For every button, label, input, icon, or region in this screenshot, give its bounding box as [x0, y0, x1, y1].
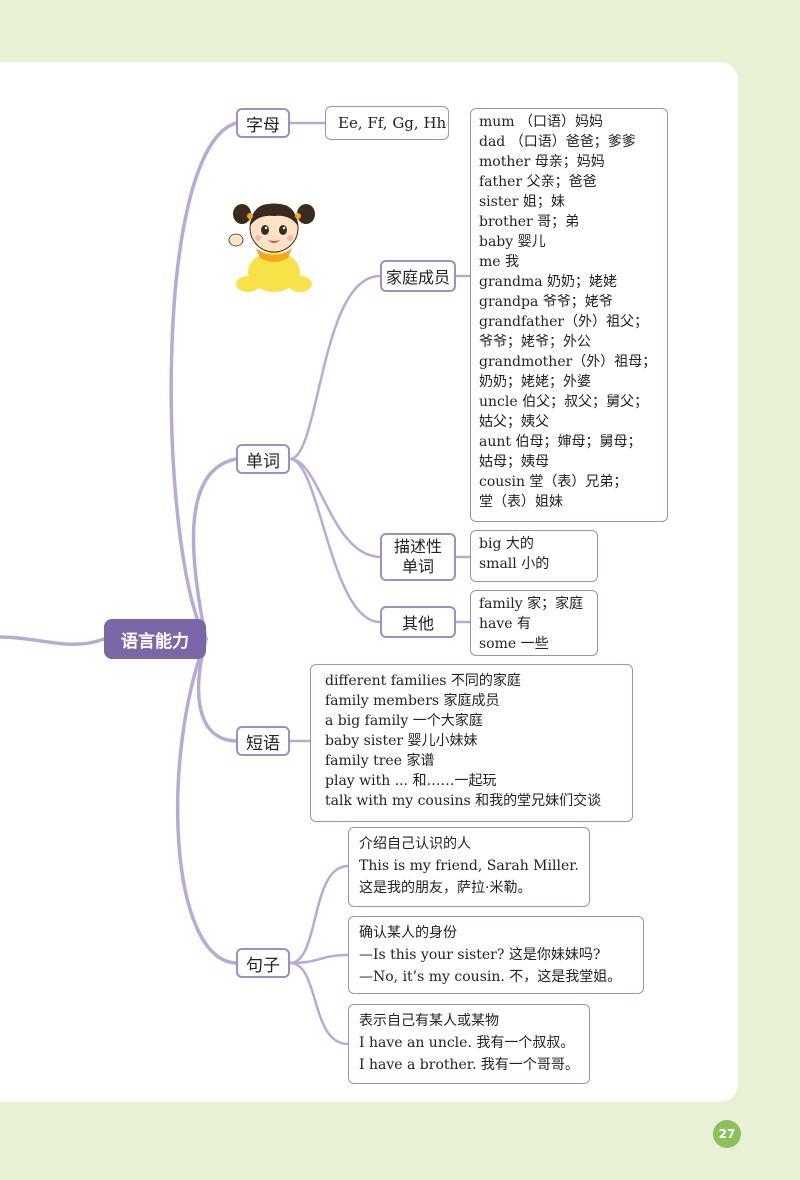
family-word: sister 姐；妹 — [479, 194, 565, 210]
phrase-item: baby sister 婴儿小妹妹 — [325, 733, 478, 749]
branch-sentences — [175, 637, 238, 965]
family-word: mother 母亲；妈妈 — [479, 154, 605, 170]
family-word: grandmother（外）祖母； — [479, 354, 657, 370]
letters-box: Ee, Ff, Gg, Hh — [325, 106, 449, 140]
family-word: cousin 堂（表）兄弟； — [479, 474, 628, 490]
category-sentences: 句子 — [236, 948, 290, 978]
wordgroup-descriptive-line-1: 描述性 — [393, 537, 442, 556]
family-word: aunt 伯母；婶母；舅母； — [479, 434, 642, 450]
family-words-box: mum （口语）妈妈 dad （口语）爸爸；爹爹 mother 母亲；妈妈 fa… — [470, 108, 668, 522]
family-word: 姑父；姨父 — [479, 414, 549, 430]
other-word: some 一些 — [479, 636, 549, 652]
family-word: 爷爷；姥爷；外公 — [479, 334, 591, 350]
page-number-badge: 27 — [713, 1120, 741, 1148]
girl-illustration — [228, 203, 315, 292]
family-word: grandfather（外）祖父； — [479, 314, 649, 330]
root-node: 语言能力 — [104, 619, 206, 659]
phrase-item: talk with my cousins 和我的堂兄妹们交谈 — [325, 793, 602, 809]
branch-sent-2 — [288, 953, 350, 965]
bottom-band — [0, 1102, 800, 1180]
branch-sent-3 — [288, 961, 350, 1046]
category-letters: 字母 — [236, 108, 290, 138]
sentence-line: —Is this your sister? 这是你妹妹吗? — [359, 947, 601, 963]
sentence-title: 表示自己有某人或某物 — [359, 1013, 499, 1029]
family-word: uncle 伯父；叔父；舅父； — [479, 394, 649, 410]
branch-letters — [169, 121, 238, 641]
family-word: baby 婴儿 — [479, 234, 546, 250]
phrase-item: family members 家庭成员 — [325, 693, 500, 709]
sentence-line: I have an uncle. 我有一个叔叔。 — [359, 1035, 575, 1051]
other-words-box: family 家；家庭 have 有 some 一些 — [470, 590, 598, 656]
sentence-line: 这是我的朋友，萨拉·米勒。 — [359, 880, 532, 896]
family-word: me 我 — [479, 254, 520, 270]
other-word: family 家；家庭 — [479, 596, 584, 612]
letters-text: Ee, Ff, Gg, Hh — [338, 114, 447, 132]
sentence-box-3: 表示自己有某人或某物 I have an uncle. 我有一个叔叔。 I ha… — [348, 1004, 590, 1084]
phrase-item: a big family 一个大家庭 — [325, 713, 483, 729]
other-word: have 有 — [479, 616, 532, 632]
family-word: 姑母；姨母 — [479, 454, 549, 470]
wordgroup-family-members: 家庭成员 — [380, 260, 456, 292]
sentence-line: —No, it’s my cousin. 不，这是我堂姐。 — [359, 969, 622, 985]
descriptive-word: big 大的 — [479, 536, 534, 552]
branch-sent-1 — [288, 864, 350, 965]
branch-words-family — [288, 274, 382, 461]
family-word: father 父亲；爸爸 — [479, 174, 597, 190]
descriptive-words-box: big 大的 small 小的 — [470, 530, 598, 582]
descriptive-word: small 小的 — [479, 556, 550, 572]
family-word: dad （口语）爸爸；爹爹 — [479, 134, 636, 150]
family-word: mum （口语）妈妈 — [479, 114, 604, 130]
category-words: 单词 — [236, 444, 290, 474]
wordgroup-others: 其他 — [380, 606, 456, 638]
wordgroup-descriptive: 描述性 单词 — [380, 533, 456, 581]
phrase-item: family tree 家谱 — [325, 753, 435, 769]
sentence-title: 介绍自己认识的人 — [359, 836, 471, 852]
wordgroup-descriptive-line-2: 单词 — [401, 557, 434, 576]
family-word: grandpa 爷爷；姥爷 — [479, 294, 613, 310]
category-phrases: 短语 — [236, 726, 290, 756]
branch-root-left — [0, 635, 106, 647]
branch-phrases — [196, 637, 238, 743]
branch-words — [191, 457, 238, 641]
family-word: brother 哥；弟 — [479, 214, 580, 230]
branch-words-desc — [288, 457, 382, 559]
sentence-box-1: 介绍自己认识的人 This is my friend, Sarah Miller… — [348, 827, 590, 907]
branch-words-other — [288, 457, 382, 624]
phrases-box: different families 不同的家庭 family members … — [310, 664, 633, 822]
sentence-box-2: 确认某人的身份 —Is this your sister? 这是你妹妹吗? —N… — [348, 916, 644, 994]
family-word: 堂（表）姐妹 — [479, 494, 563, 510]
family-word: grandma 奶奶；姥姥 — [479, 274, 618, 290]
phrase-item: different families 不同的家庭 — [325, 673, 521, 689]
sentence-title: 确认某人的身份 — [359, 925, 457, 941]
phrase-item: play with ... 和……一起玩 — [325, 773, 497, 789]
family-word: 奶奶；姥姥；外婆 — [479, 374, 591, 390]
sentence-line: I have a brother. 我有一个哥哥。 — [359, 1057, 579, 1073]
sentence-line: This is my friend, Sarah Miller. — [359, 858, 579, 874]
